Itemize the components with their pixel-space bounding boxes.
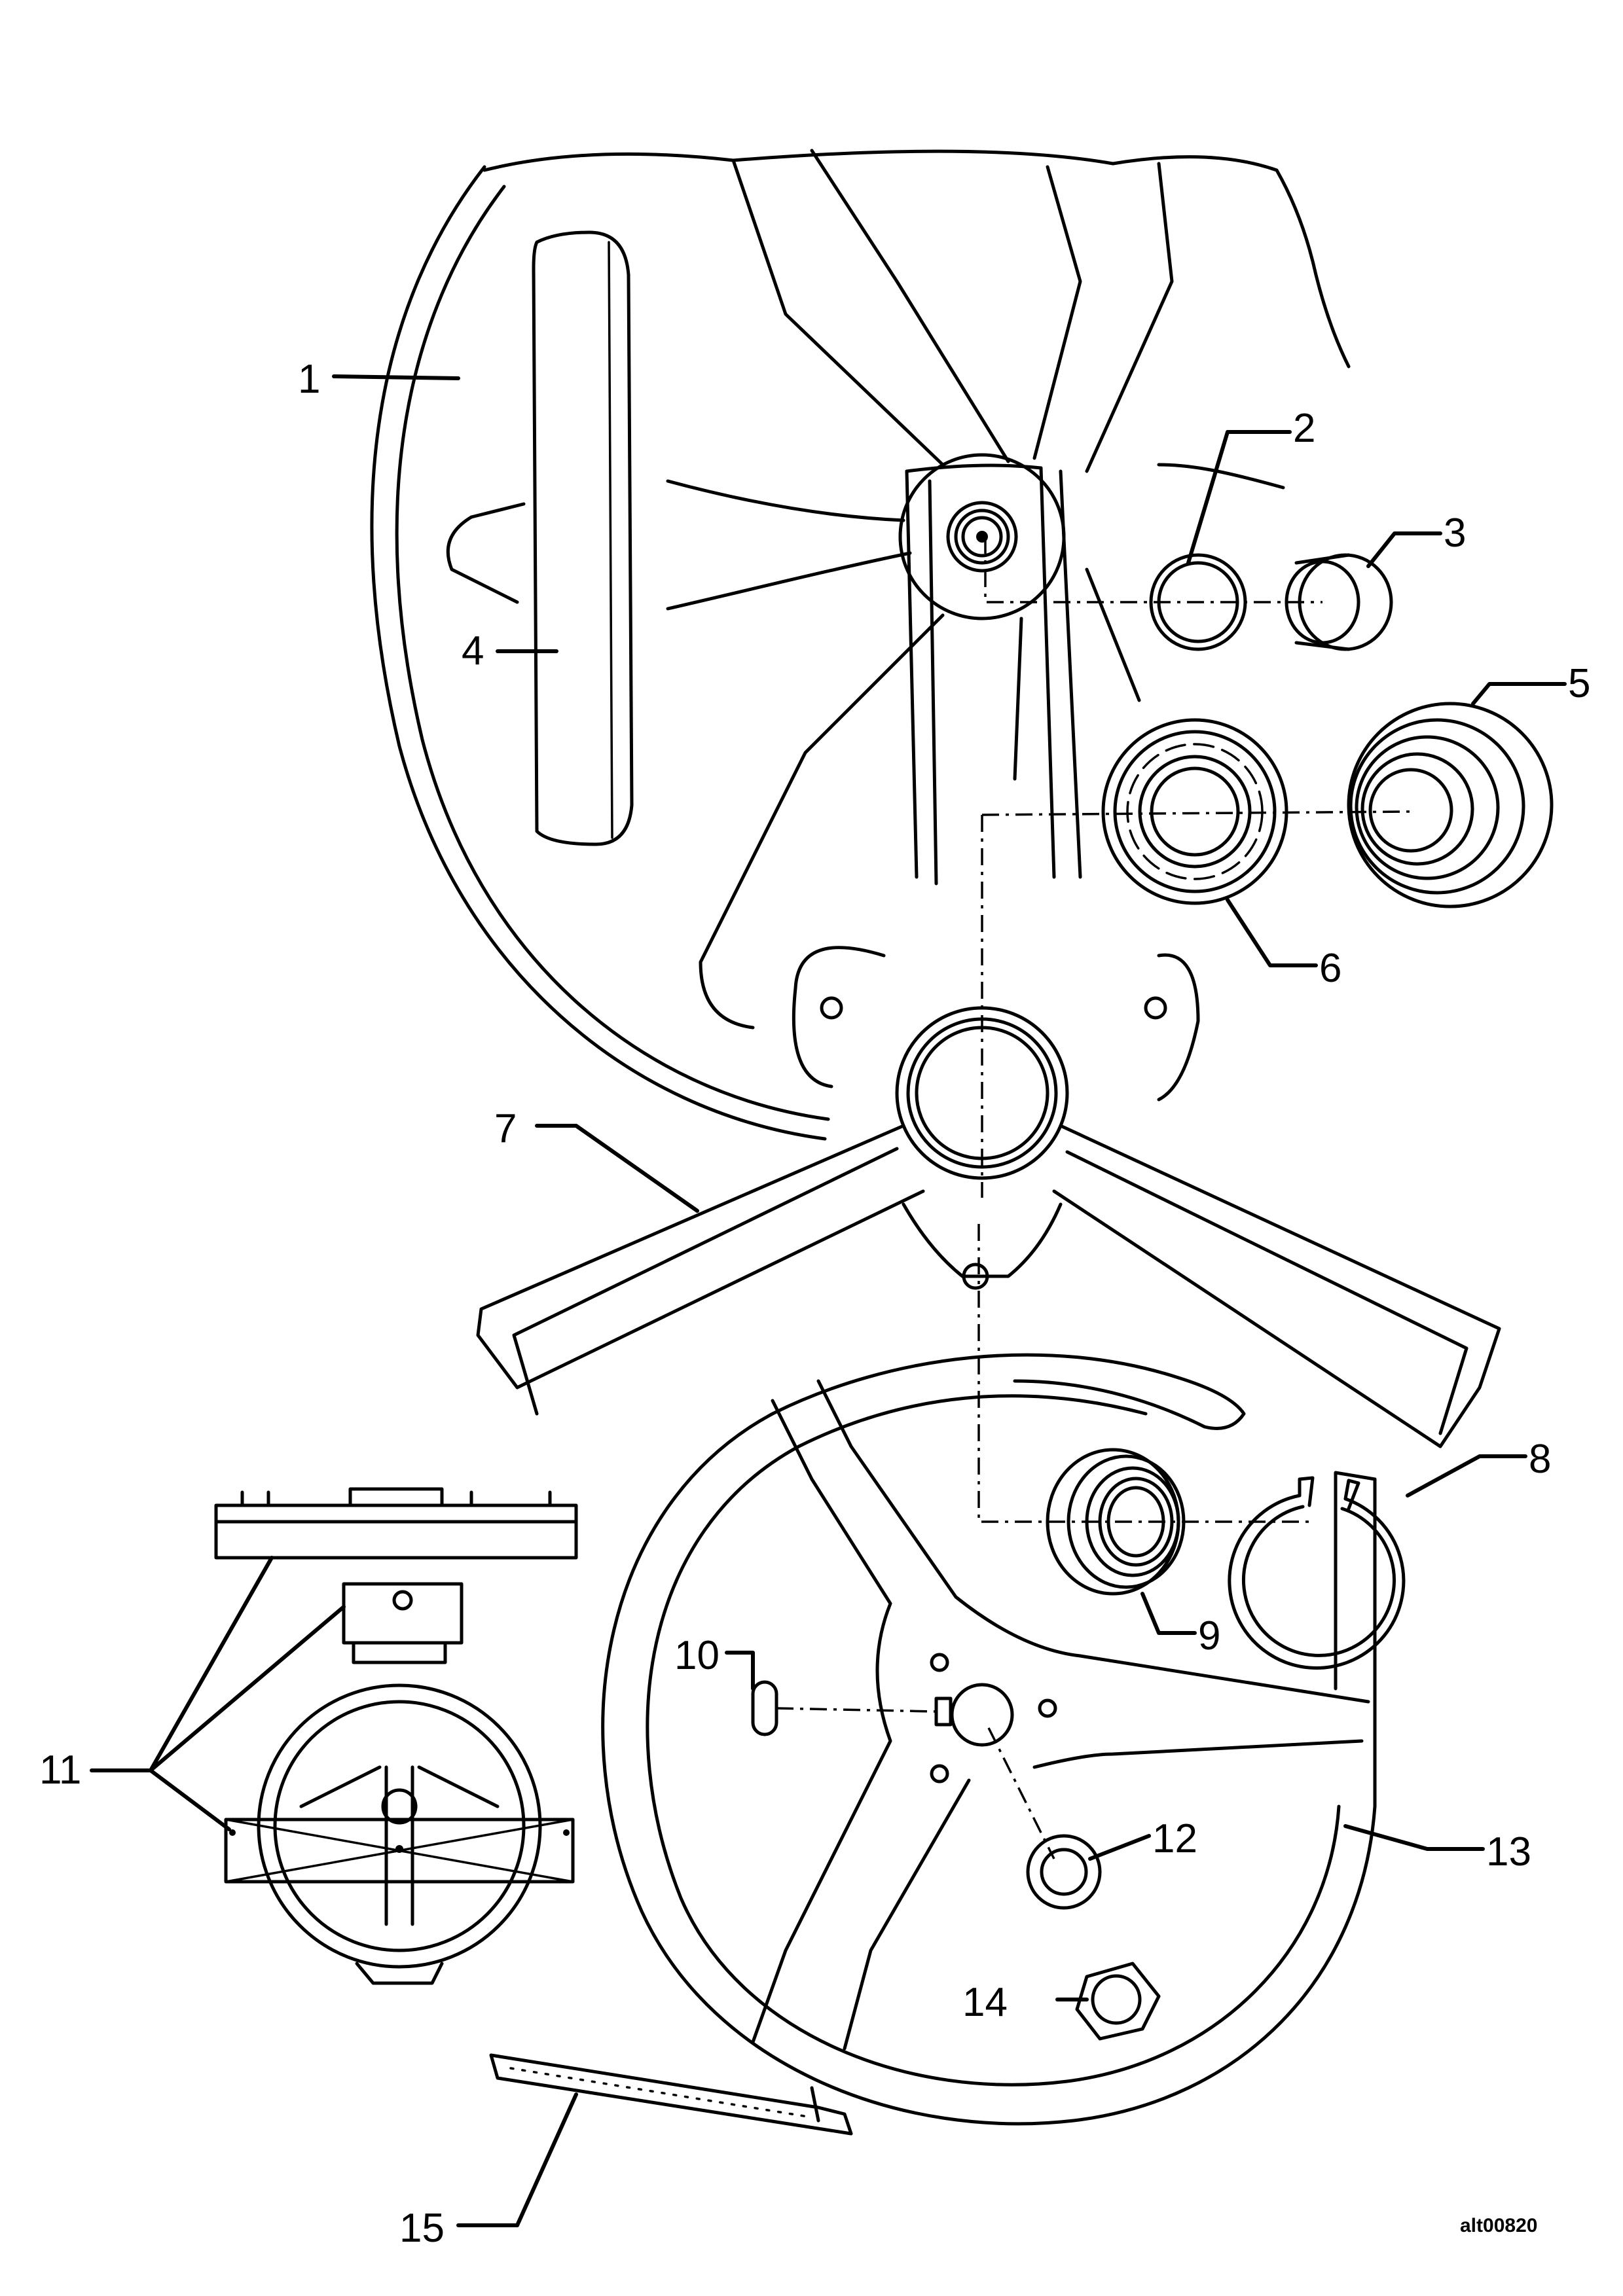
callout-8: 8 [1529,1437,1551,1482]
part-11-mounting-assembly [214,1487,578,1985]
callout-12: 12 [1152,1816,1197,1861]
part-5-seal [1347,702,1554,908]
part-6-roller-bearing [1101,718,1288,905]
callout-14: 14 [962,1980,1008,2025]
part-14-nut [1075,1962,1161,2041]
callout-7: 7 [494,1106,517,1151]
reference-code: alt00820 [1460,2215,1537,2236]
callout-15: 15 [399,2206,445,2251]
part-12-washer [1026,1834,1102,1910]
callout-13: 13 [1486,1829,1531,1874]
callout-11: 11 [39,1748,81,1793]
callout-4: 4 [462,628,484,673]
callout-labels: 1 2 3 4 5 6 7 8 9 10 11 12 13 14 15 alt0… [39,357,1590,2251]
part-10-key [751,1680,778,1736]
callout-2: 2 [1293,406,1315,451]
part-8-snap-ring [1228,1476,1406,1670]
leader-lines [90,374,1567,2227]
callout-1: 1 [298,357,320,402]
callout-5: 5 [1568,661,1590,706]
callout-6: 6 [1319,946,1341,991]
part-1-wheel-housing [370,149,1351,1141]
part-13-pulley [601,1353,1377,2126]
callout-10: 10 [674,1633,720,1678]
alignment-lines [776,537,1412,1859]
part-4-belt-guide [532,230,634,846]
callout-3: 3 [1444,511,1466,556]
callout-9: 9 [1198,1613,1220,1659]
part-15-belt [489,2053,853,2136]
